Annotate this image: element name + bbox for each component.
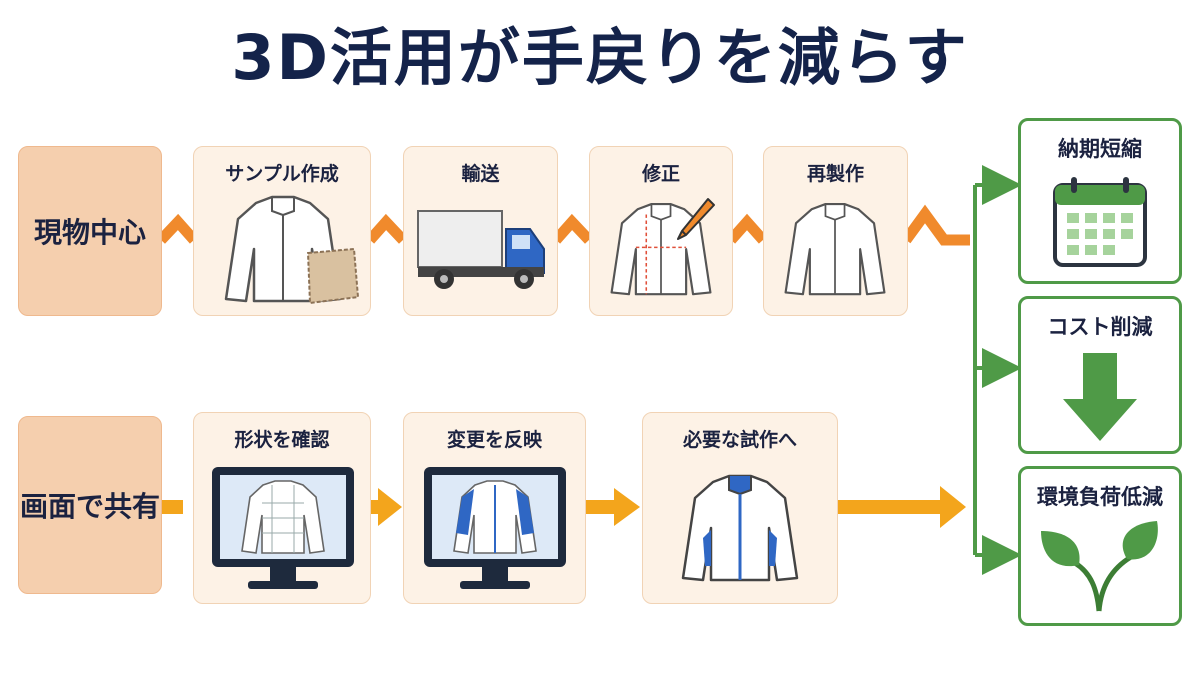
step-apply-change: 変更を反映: [403, 412, 586, 604]
outcome-connector: [973, 165, 1022, 575]
monitor-icon: [212, 467, 354, 589]
calendar-icon: [1053, 177, 1147, 267]
right-arrow: [836, 486, 966, 528]
step-label: 変更を反映: [446, 429, 542, 451]
outcome-label: 環境負荷低減: [1037, 485, 1163, 509]
step-needed-prototype: 必要な試作へ: [642, 412, 838, 604]
outcome-label: 納期短縮: [1058, 137, 1142, 161]
zigzag-arrow: [157, 213, 199, 244]
down-arrow-icon: [1063, 353, 1137, 441]
step-label: 再製作: [806, 163, 864, 185]
step-label: サンプル作成: [225, 163, 339, 185]
outcome-delivery: 納期短縮: [1018, 118, 1182, 284]
step-transport: 輸送: [403, 146, 558, 316]
row-label-screen: 画面で共有: [18, 416, 162, 594]
zigzag-arrow: [726, 213, 768, 244]
fabric-swatch-icon: [306, 247, 360, 305]
outcome-label: コスト削減: [1047, 315, 1153, 339]
step-remake: 再製作: [763, 146, 908, 316]
step-modification: 修正: [589, 146, 733, 316]
truck-icon: [417, 210, 545, 289]
outcome-cost: コスト削減: [1018, 296, 1182, 454]
page-title: 3D活用が手戻りを減らす: [231, 21, 969, 94]
step-sample-making: サンプル作成: [193, 146, 371, 316]
leaf-icon: [1041, 521, 1158, 612]
zigzag-arrow: [365, 213, 407, 244]
pencil-icon: [677, 198, 715, 240]
step-check-shape: 形状を確認: [193, 412, 371, 604]
step-label: 必要な試作へ: [682, 429, 797, 451]
monitor-icon: [424, 467, 566, 589]
outcome-environment: 環境負荷低減: [1018, 466, 1182, 626]
right-arrow: [584, 488, 640, 526]
row-label-physical: 現物中心: [18, 146, 162, 316]
zigzag-arrow: [551, 213, 593, 244]
step-label: 輸送: [461, 163, 500, 185]
zigzag-arrow: [901, 204, 970, 246]
jacket-icon: [784, 202, 886, 296]
step-label: 形状を確認: [234, 429, 330, 451]
jacket-icon: [681, 474, 799, 582]
step-label: 修正: [641, 163, 680, 185]
